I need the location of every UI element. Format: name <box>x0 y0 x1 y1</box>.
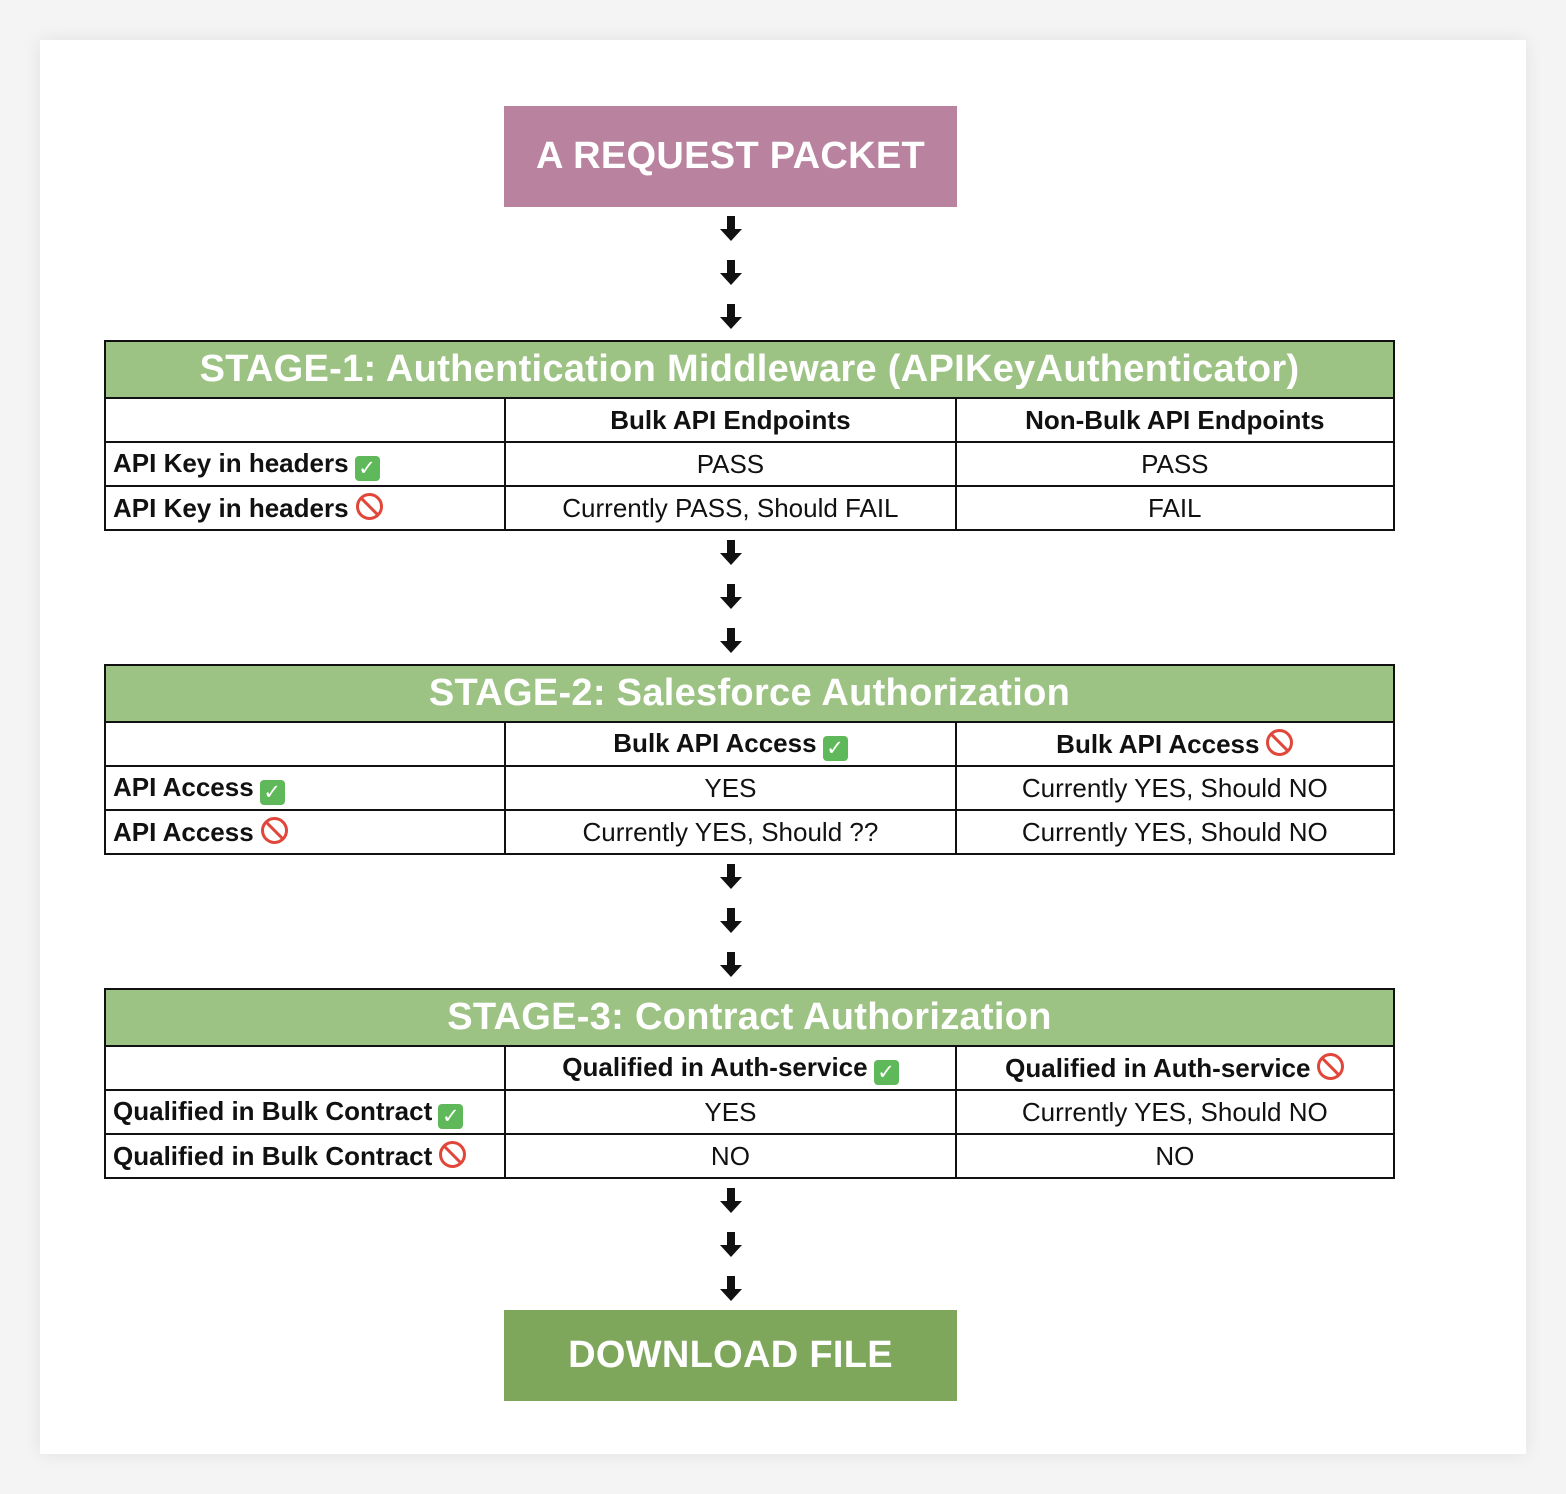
down-arrow-icon <box>719 952 743 978</box>
table-cell: PASS <box>504 441 957 487</box>
table-cell: Currently YES, Should NO <box>954 1089 1396 1135</box>
table-cell: Currently YES, Should ?? <box>504 809 957 855</box>
table-cell: Currently YES, Should NO <box>954 765 1396 811</box>
table-row: API Access✓ YES Currently YES, Should NO <box>103 765 1396 811</box>
table-cell: NO <box>954 1133 1396 1179</box>
stage-2-table: STAGE-2: Salesforce Authorization Bulk A… <box>103 664 1396 855</box>
request-packet-label: A REQUEST PACKET <box>535 135 926 177</box>
row-label: API Access✓ <box>103 765 507 811</box>
check-icon: ✓ <box>259 779 285 805</box>
down-arrow-icon <box>719 1232 743 1258</box>
column-header: Qualified in Auth-service <box>954 1045 1396 1091</box>
empty-corner-cell <box>103 397 507 443</box>
table-row: API Access Currently YES, Should ?? Curr… <box>103 809 1396 855</box>
table-header-row: Bulk API Access✓ Bulk API Access <box>103 721 1396 767</box>
request-packet-box: A REQUEST PACKET <box>504 106 957 207</box>
prohibited-icon <box>355 492 383 520</box>
table-cell: Currently PASS, Should FAIL <box>504 485 957 531</box>
down-arrow-icon <box>719 864 743 890</box>
down-arrow-icon <box>719 908 743 934</box>
column-header: Bulk API Access✓ <box>504 721 957 767</box>
empty-corner-cell <box>103 721 507 767</box>
table-row: API Key in headers Currently PASS, Shoul… <box>103 485 1396 531</box>
down-arrow-icon <box>719 584 743 610</box>
prohibited-icon <box>260 816 288 844</box>
down-arrow-icon <box>719 1188 743 1214</box>
column-header: Bulk API Endpoints <box>504 397 957 443</box>
prohibited-icon <box>1266 728 1294 756</box>
table-row: API Key in headers✓ PASS PASS <box>103 441 1396 487</box>
empty-corner-cell <box>103 1045 507 1091</box>
row-label: API Key in headers <box>103 485 507 531</box>
table-cell: NO <box>504 1133 957 1179</box>
check-icon: ✓ <box>438 1103 464 1129</box>
down-arrow-icon <box>719 216 743 242</box>
check-icon: ✓ <box>873 1059 899 1085</box>
download-file-label: DOWNLOAD FILE <box>568 1334 893 1376</box>
column-header: Bulk API Access <box>954 721 1396 767</box>
column-header: Qualified in Auth-service✓ <box>504 1045 957 1091</box>
stage-2-title: STAGE-2: Salesforce Authorization <box>104 664 1395 723</box>
table-cell: YES <box>504 765 957 811</box>
down-arrow-icon <box>719 304 743 330</box>
down-arrow-icon <box>719 540 743 566</box>
prohibited-icon <box>439 1140 467 1168</box>
check-icon: ✓ <box>822 735 848 761</box>
stage-3-title: STAGE-3: Contract Authorization <box>104 988 1395 1047</box>
table-cell: YES <box>504 1089 957 1135</box>
down-arrow-icon <box>719 1276 743 1302</box>
row-label: API Key in headers✓ <box>103 441 507 487</box>
table-cell: PASS <box>954 441 1396 487</box>
down-arrow-icon <box>719 628 743 654</box>
row-label: Qualified in Bulk Contract <box>103 1133 507 1179</box>
row-label: Qualified in Bulk Contract✓ <box>103 1089 507 1135</box>
table-row: Qualified in Bulk Contract NO NO <box>103 1133 1396 1179</box>
table-header-row: Bulk API Endpoints Non-Bulk API Endpoint… <box>103 397 1396 443</box>
table-cell: FAIL <box>954 485 1396 531</box>
table-row: Qualified in Bulk Contract✓ YES Currentl… <box>103 1089 1396 1135</box>
table-cell: Currently YES, Should NO <box>954 809 1396 855</box>
check-icon: ✓ <box>354 455 380 481</box>
stage-1-table: STAGE-1: Authentication Middleware (APIK… <box>103 340 1396 531</box>
stage-3-table: STAGE-3: Contract Authorization Qualifie… <box>103 988 1396 1179</box>
row-label: API Access <box>103 809 507 855</box>
down-arrow-icon <box>719 260 743 286</box>
table-header-row: Qualified in Auth-service✓ Qualified in … <box>103 1045 1396 1091</box>
prohibited-icon <box>1317 1052 1345 1080</box>
download-file-box: DOWNLOAD FILE <box>504 1310 957 1401</box>
stage-1-title: STAGE-1: Authentication Middleware (APIK… <box>104 340 1395 399</box>
column-header: Non-Bulk API Endpoints <box>954 397 1396 443</box>
